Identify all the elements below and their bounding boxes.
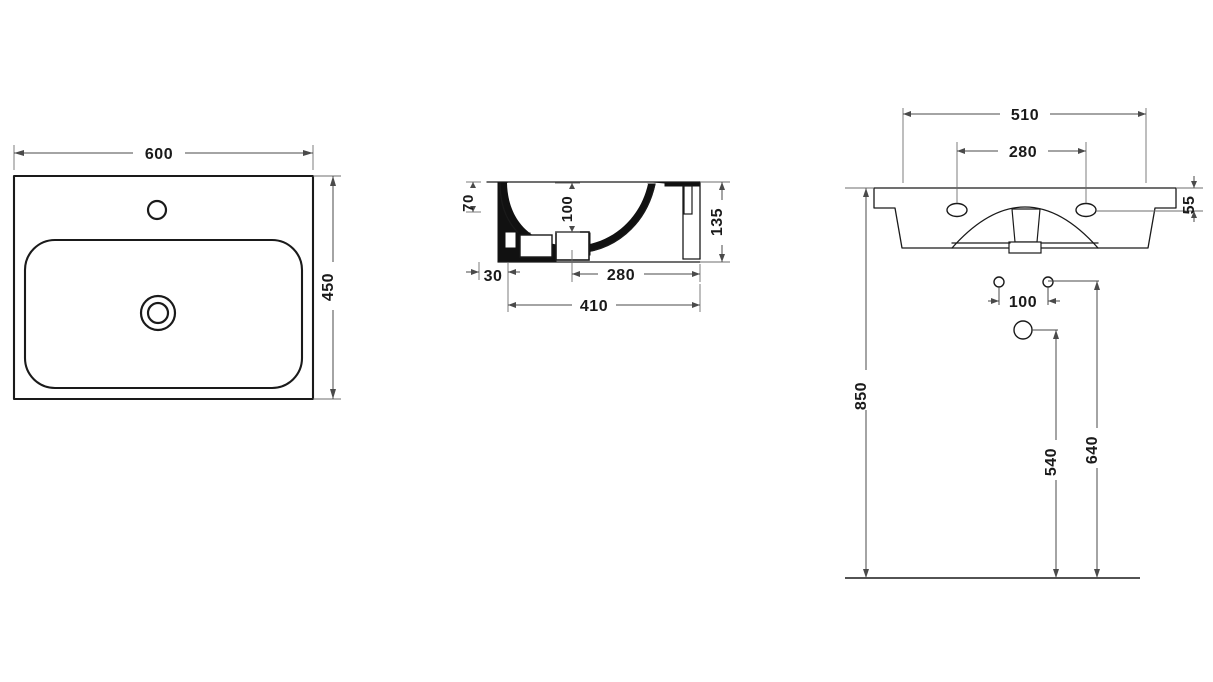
dimension-450: 450 (313, 175, 341, 400)
elevation-pedestal-arch (951, 206, 1099, 249)
dimension-70: 70 (460, 181, 481, 213)
elevation-body-outline (873, 187, 1177, 249)
dimension-600: 600 (13, 145, 314, 170)
elevation-waste-column (1011, 208, 1041, 243)
tap-hole-icon (146, 199, 168, 221)
left-tap-hole-icon (946, 202, 968, 218)
dimension-280-section-label: 280 (607, 267, 635, 284)
dimension-100-depth: 100 (555, 182, 580, 233)
section-bowl-cavity (507, 183, 648, 246)
section-support-rib (519, 234, 553, 258)
dimension-135-label: 135 (709, 208, 726, 236)
dimension-640-label: 640 (1084, 436, 1101, 464)
waste-outlet-icon (1013, 320, 1033, 340)
dimension-30-label: 30 (484, 268, 503, 285)
section-view: 70 100 135 (460, 181, 730, 315)
drain-inner-ring-icon (146, 301, 170, 325)
dimension-510: 510 (902, 107, 1147, 183)
dimension-850-label: 850 (853, 382, 870, 410)
left-supply-point-icon (993, 276, 1005, 288)
dimension-410-label: 410 (580, 298, 608, 315)
dimension-100-spacing-label: 100 (1009, 294, 1037, 311)
dimension-30: 30 (466, 262, 520, 288)
dimension-850: 850 (845, 187, 874, 578)
installation-view: 850 100 540 (845, 187, 1140, 579)
dimension-540: 540 (1043, 330, 1060, 578)
dimension-410: 410 (507, 284, 701, 315)
right-tap-hole-icon (1075, 202, 1097, 218)
front-elevation-view: 510 280 55 (873, 107, 1203, 254)
dimension-135: 135 (700, 181, 730, 263)
dimension-55: 55 (1096, 176, 1203, 222)
top-view: 600 450 (12, 145, 341, 401)
dimension-100-depth-label: 100 (559, 196, 576, 223)
dimension-510-label: 510 (1011, 107, 1039, 124)
dimension-100-spacing: 100 (988, 294, 1060, 311)
section-drain-boss (555, 231, 590, 261)
dimension-450-label: 450 (320, 273, 337, 301)
section-backsplash-cavity (683, 185, 693, 215)
dimension-280-taps-label: 280 (1009, 144, 1037, 161)
dimension-600-label: 600 (145, 146, 173, 163)
dimension-640: 640 (1048, 280, 1101, 578)
dimension-540-label: 540 (1043, 448, 1060, 476)
dimension-280-taps: 280 (956, 142, 1087, 203)
dimension-70-label: 70 (460, 194, 477, 212)
dimension-55-label: 55 (1181, 196, 1198, 215)
right-supply-point-icon (1042, 276, 1054, 288)
elevation-waste-foot (1008, 241, 1042, 254)
dimension-280-section: 280 (571, 250, 701, 284)
